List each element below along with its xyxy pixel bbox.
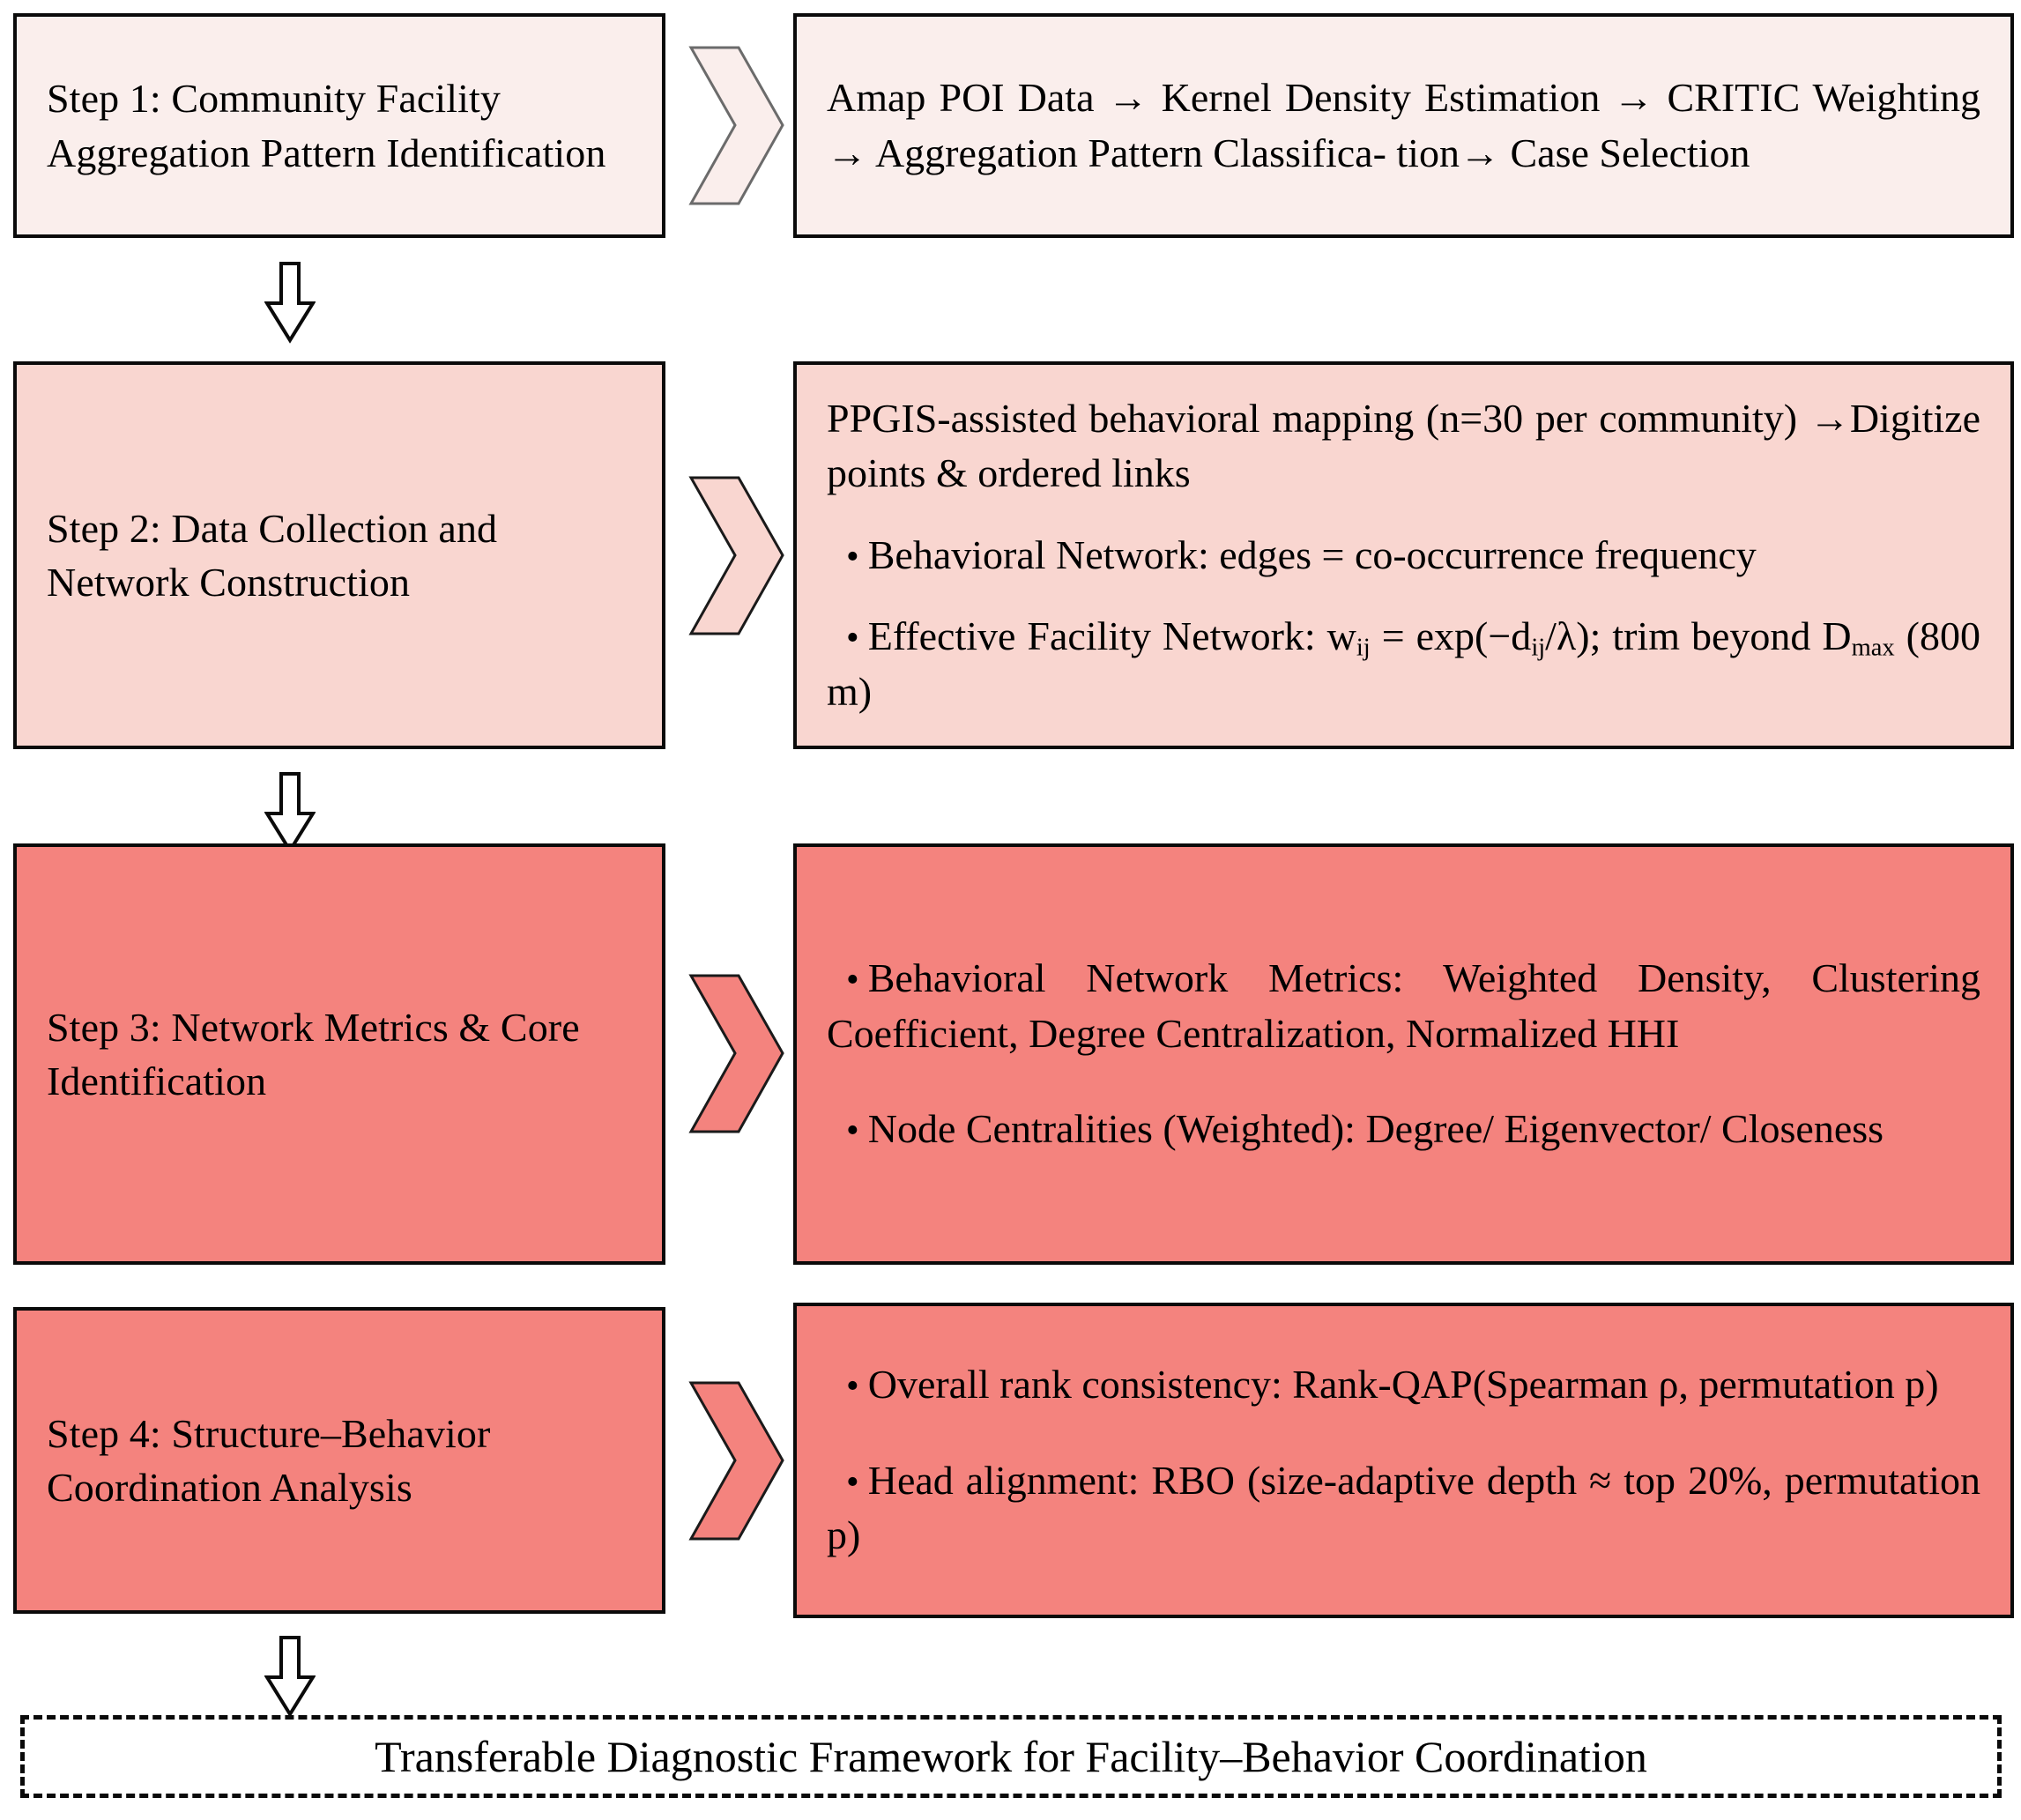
- step-4-bullet-2: •Head alignment: RBO (size-adaptive dept…: [827, 1453, 1980, 1564]
- arrow-down-icon-3: [264, 1635, 316, 1718]
- step-3-label-box: Step 3: Network Metrics & Core Identific…: [13, 843, 665, 1265]
- bullet-icon: •: [846, 618, 859, 659]
- step-1-label-box: Step 1: Community Facility Aggregation P…: [13, 13, 665, 238]
- step-4-bullet-2-text: Head alignment: RBO (size-adaptive depth…: [827, 1457, 1980, 1558]
- step-2-label-box: Step 2: Data Collection and Network Cons…: [13, 361, 665, 749]
- arrow-down-icon-1: [264, 261, 316, 344]
- chevron-right-icon-step-2: [687, 474, 786, 637]
- step-1-detail-line-3: tion→ Case Selection: [1396, 130, 1750, 175]
- step-3-bullet-2-text: Node Centralities (Weighted): Degree/ Ei…: [867, 1106, 1884, 1152]
- bullet-icon: •: [846, 960, 859, 1001]
- step-2-bullet-2-end: (800 m): [827, 613, 1980, 714]
- step-3-detail-box: •Behavioral Network Metrics: Weighted De…: [793, 843, 2014, 1265]
- step-2-title: Step 2: Data Collection and Network Cons…: [47, 505, 498, 605]
- step-4-detail-box: •Overall rank consistency: Rank-QAP(Spea…: [793, 1303, 2014, 1618]
- result-framework-box: Transferable Diagnostic Framework for Fa…: [20, 1715, 2002, 1798]
- step-2-bullet-2-post: /λ); trim beyond D: [1545, 613, 1852, 659]
- chevron-right-icon-step-4: [687, 1379, 786, 1542]
- step-2-bullet-2-mid: = exp(−d: [1370, 613, 1532, 659]
- step-2-detail-intro: PPGIS-assisted behavioral mapping (n=30 …: [827, 395, 1980, 496]
- step-2-bullet-2: •Effective Facility Network: wij = exp(−…: [827, 609, 1980, 719]
- step-1-detail-box: Amap POI Data → Kernel Density Estimatio…: [793, 13, 2014, 238]
- chevron-right-icon-step-3: [687, 972, 786, 1135]
- step-1-title: Step 1: Community Facility Aggregation P…: [47, 76, 606, 175]
- step-2-bullet-1: •Behavioral Network: edges = co-occurren…: [827, 528, 1980, 583]
- step-3-title: Step 3: Network Metrics & Core Identific…: [47, 1004, 580, 1103]
- step-1-detail-line-2: CRITIC Weighting → Aggregation Pattern C…: [827, 74, 1980, 175]
- arrow-down-icon-2: [264, 771, 316, 854]
- bullet-icon: •: [846, 1461, 859, 1503]
- step-4-title: Step 4: Structure–Behavior Coordination …: [47, 1410, 491, 1510]
- step-1-detail-text: Amap POI Data → Kernel Density Estimatio…: [827, 71, 1980, 181]
- step-4-label-box: Step 4: Structure–Behavior Coordination …: [13, 1307, 665, 1614]
- bullet-icon: •: [846, 1111, 859, 1152]
- step-2-bullet-2-sub-1: ij: [1356, 634, 1371, 662]
- bullet-icon: •: [846, 536, 859, 577]
- step-3-bullet-1-text: Behavioral Network Metrics: Weighted Den…: [827, 955, 1980, 1056]
- bullet-icon: •: [846, 1366, 859, 1408]
- step-3-bullet-2: •Node Centralities (Weighted): Degree/ E…: [827, 1102, 1980, 1157]
- step-3-bullet-1: •Behavioral Network Metrics: Weighted De…: [827, 951, 1980, 1061]
- step-2-detail-box: PPGIS-assisted behavioral mapping (n=30 …: [793, 361, 2014, 749]
- step-4-bullet-1: •Overall rank consistency: Rank-QAP(Spea…: [827, 1357, 1980, 1413]
- step-2-bullet-2-sub-2: ij: [1531, 634, 1546, 662]
- chevron-right-icon-step-1: [687, 44, 786, 207]
- step-1-detail-line-1: Amap POI Data → Kernel Density Estimatio…: [827, 74, 1654, 120]
- step-2-bullet-2-sub-3: max: [1851, 634, 1895, 662]
- step-2-bullet-2-pre: Effective Facility Network: w: [867, 613, 1356, 659]
- step-4-bullet-1-text: Overall rank consistency: Rank-QAP(Spear…: [867, 1362, 1939, 1408]
- result-framework-text: Transferable Diagnostic Framework for Fa…: [375, 1732, 1647, 1781]
- step-2-bullet-1-text: Behavioral Network: edges = co-occurrenc…: [867, 531, 1757, 577]
